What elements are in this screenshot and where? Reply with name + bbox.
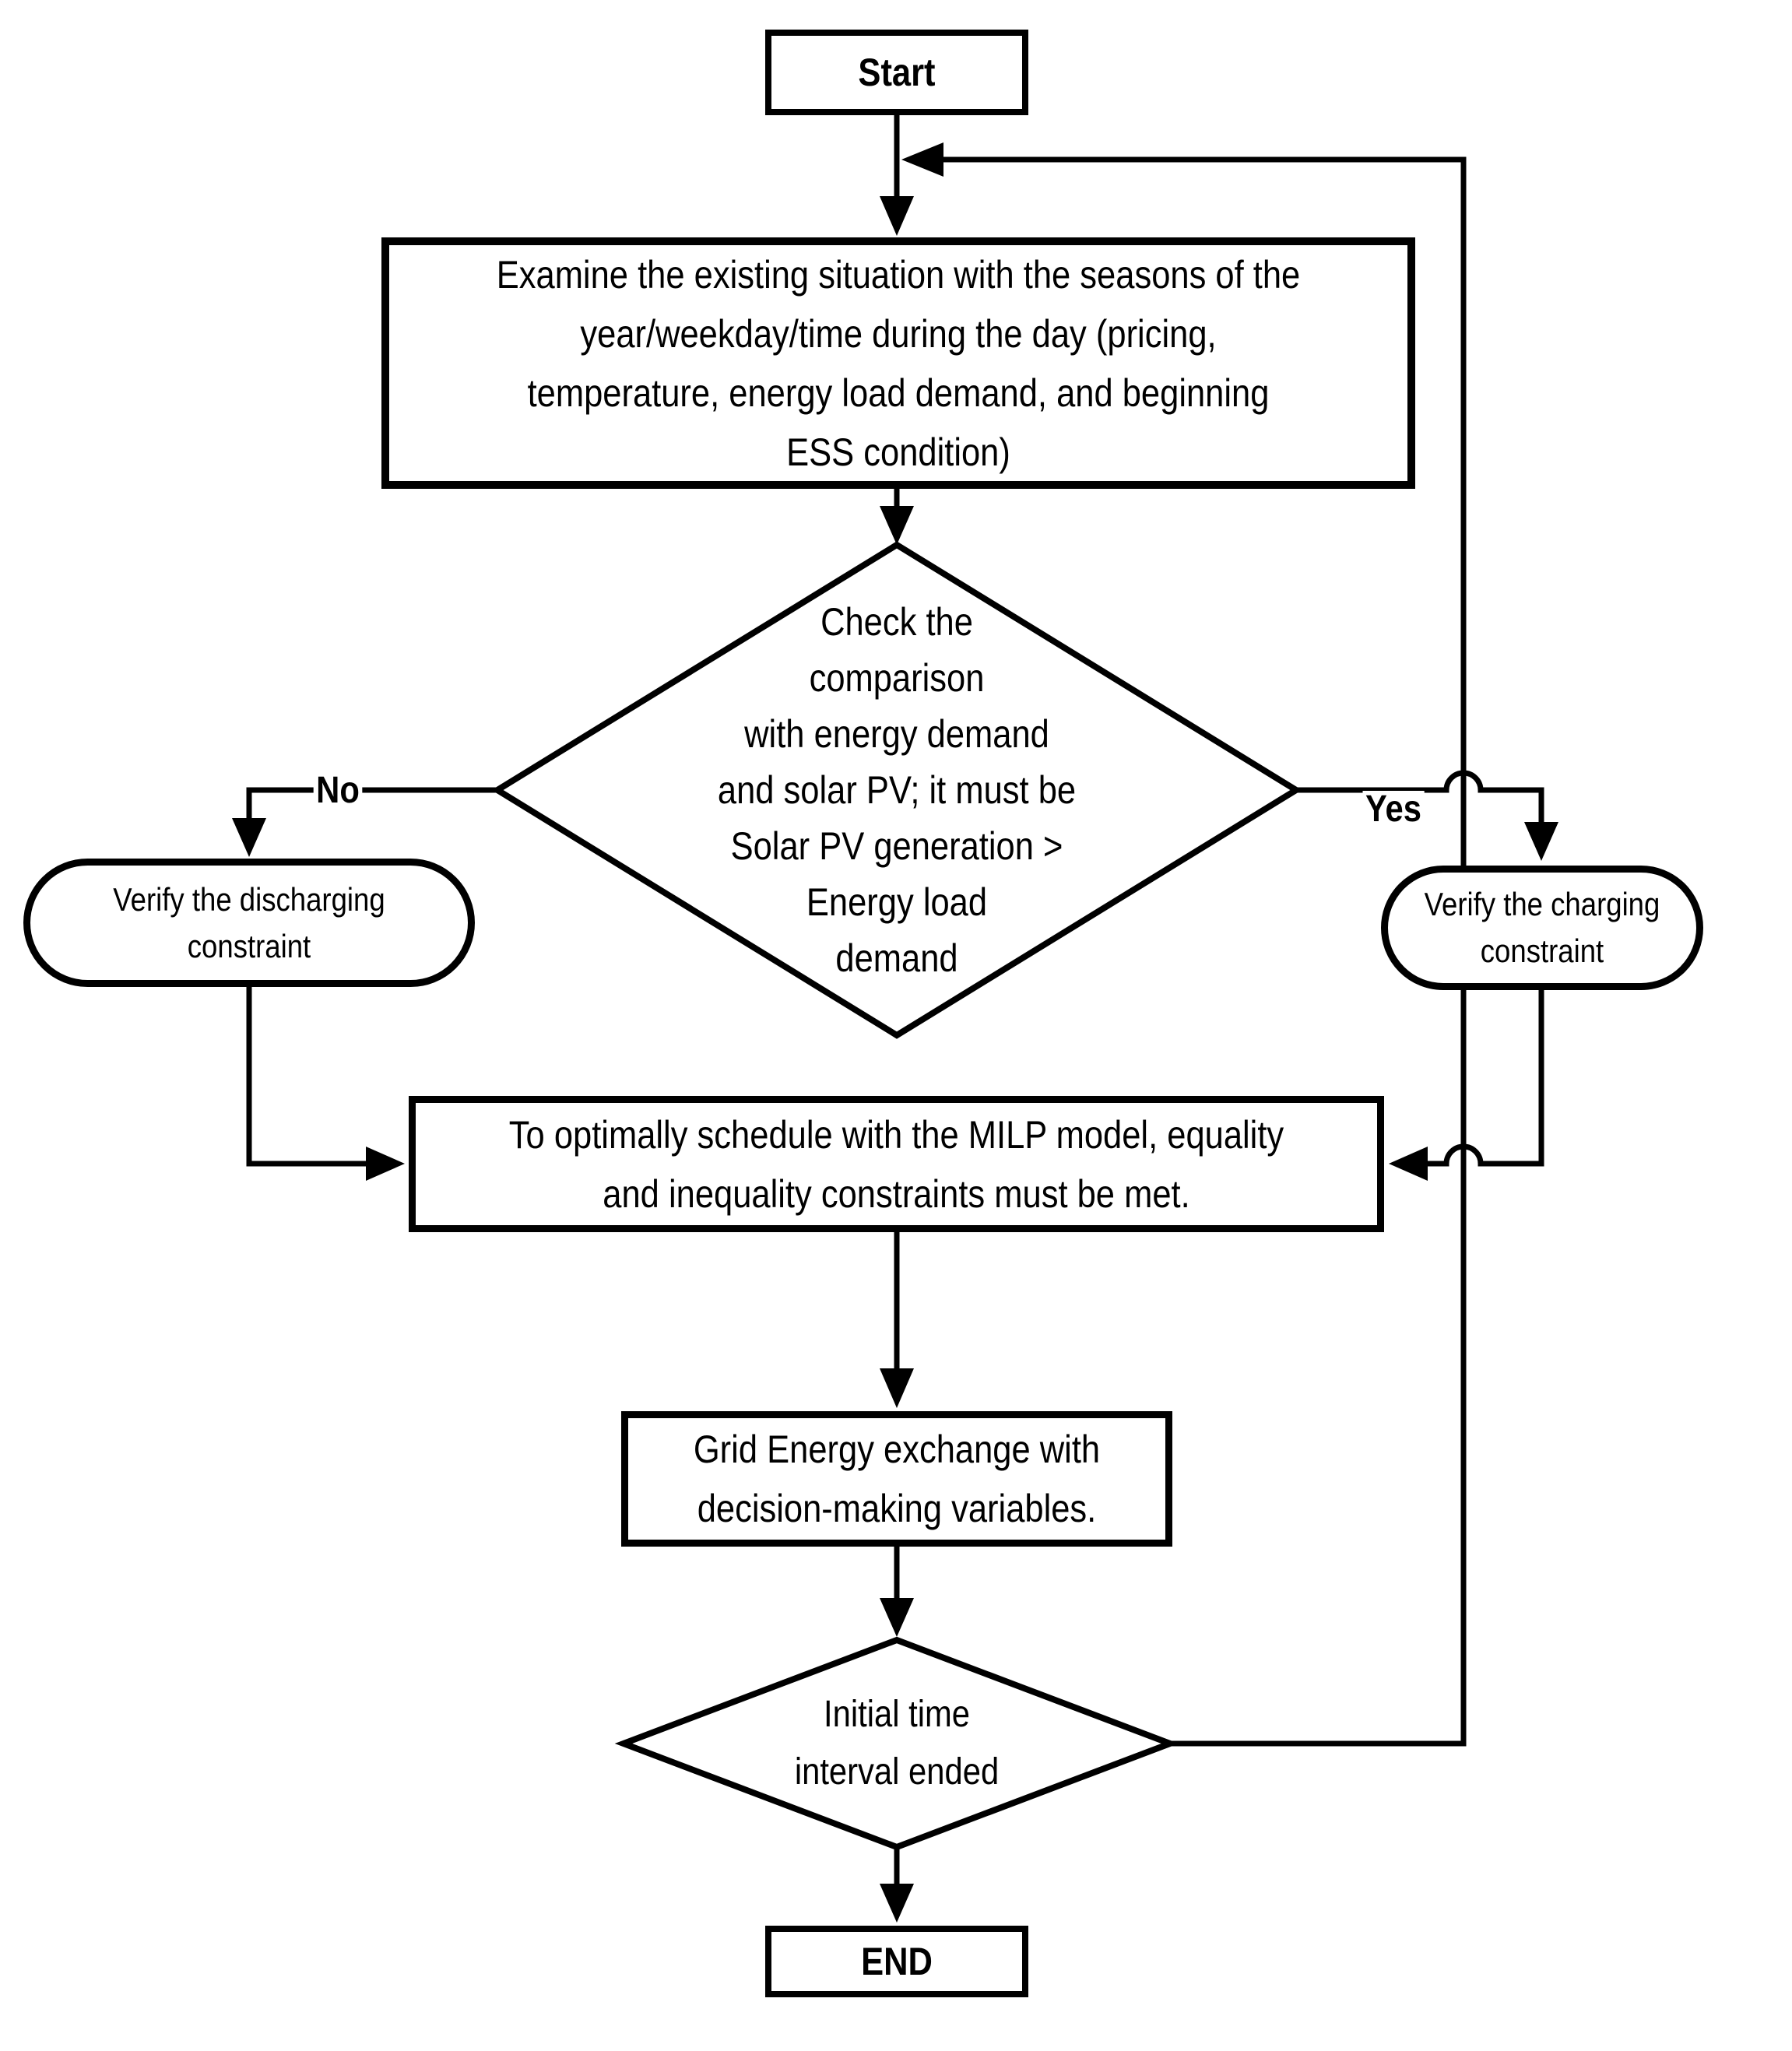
- decision-pv-line: and solar PV; it must be: [717, 768, 1077, 812]
- decision-time-diamond: [614, 1636, 1179, 1851]
- decision-pv-line: Energy load: [806, 880, 988, 924]
- decision-pv-line: comparison: [809, 656, 985, 700]
- charging-line: Verify the charging: [1424, 886, 1660, 922]
- decision-pv-line: demand: [835, 936, 958, 980]
- examine-line: temperature, energy load demand, and beg…: [527, 371, 1270, 415]
- discharging-line: constraint: [187, 927, 311, 964]
- decision-pv-line: Solar PV generation >: [730, 824, 1063, 868]
- arrowhead-no-branch-icon: [232, 818, 266, 857]
- grid-line: decision-making variables.: [697, 1487, 1097, 1530]
- examine-node: Examine the existing situation with the …: [381, 237, 1415, 489]
- grid-node: Grid Energy exchange with decision-makin…: [621, 1411, 1172, 1547]
- decision-time-line: interval ended: [794, 1751, 1000, 1793]
- arrowhead-grid-decision-icon: [880, 1598, 914, 1637]
- arrowhead-examine-decision-icon: [880, 506, 914, 545]
- milp-node: To optimally schedule with the MILP mode…: [409, 1096, 1384, 1232]
- examine-line: Examine the existing situation with the …: [496, 252, 1301, 297]
- discharging-node: Verify the discharging constraint: [23, 859, 475, 987]
- milp-line: and inequality constraints must be met.: [603, 1171, 1190, 1216]
- start-node: Start: [765, 30, 1028, 115]
- decision-pv-diamond: [491, 541, 1302, 1039]
- grid-line: Grid Energy exchange with: [693, 1428, 1101, 1471]
- end-label: END: [861, 1940, 933, 1983]
- no-edge-label: No: [313, 772, 363, 810]
- edge-discharging-milp: [246, 987, 367, 1167]
- arrowhead-yes-branch-icon: [1524, 822, 1558, 861]
- arrowhead-decision-end-icon: [880, 1884, 914, 1923]
- decision-pv-line: with energy demand: [744, 712, 1049, 756]
- examine-line: ESS condition): [786, 430, 1010, 474]
- edge-yes-branch: [1296, 770, 1544, 824]
- edge-charging-milp: [1426, 990, 1544, 1167]
- examine-line: year/weekday/time during the day (pricin…: [580, 311, 1217, 356]
- yes-edge-label: Yes: [1362, 791, 1425, 828]
- arrowhead-discharging-milp-icon: [366, 1147, 405, 1181]
- decision-time-label: Initial time interval ended: [728, 1686, 1066, 1801]
- arrowhead-feedback-left-icon: [901, 142, 943, 177]
- arrowhead-start-examine-icon: [880, 196, 914, 236]
- decision-pv-line: Check the: [820, 600, 973, 644]
- end-node: END: [765, 1926, 1028, 1997]
- edge-no-branch: [246, 787, 497, 820]
- decision-pv-label: Check the comparison with energy demand …: [626, 594, 1168, 986]
- arrowhead-charging-milp-icon: [1389, 1147, 1428, 1181]
- charging-node: Verify the charging constraint: [1381, 866, 1703, 990]
- charging-line: constraint: [1480, 932, 1604, 969]
- milp-line: To optimally schedule with the MILP mode…: [508, 1112, 1284, 1157]
- discharging-line: Verify the discharging: [113, 880, 385, 918]
- start-label: Start: [858, 51, 936, 94]
- arrowhead-milp-grid-icon: [880, 1368, 914, 1408]
- decision-time-line: Initial time: [823, 1694, 970, 1735]
